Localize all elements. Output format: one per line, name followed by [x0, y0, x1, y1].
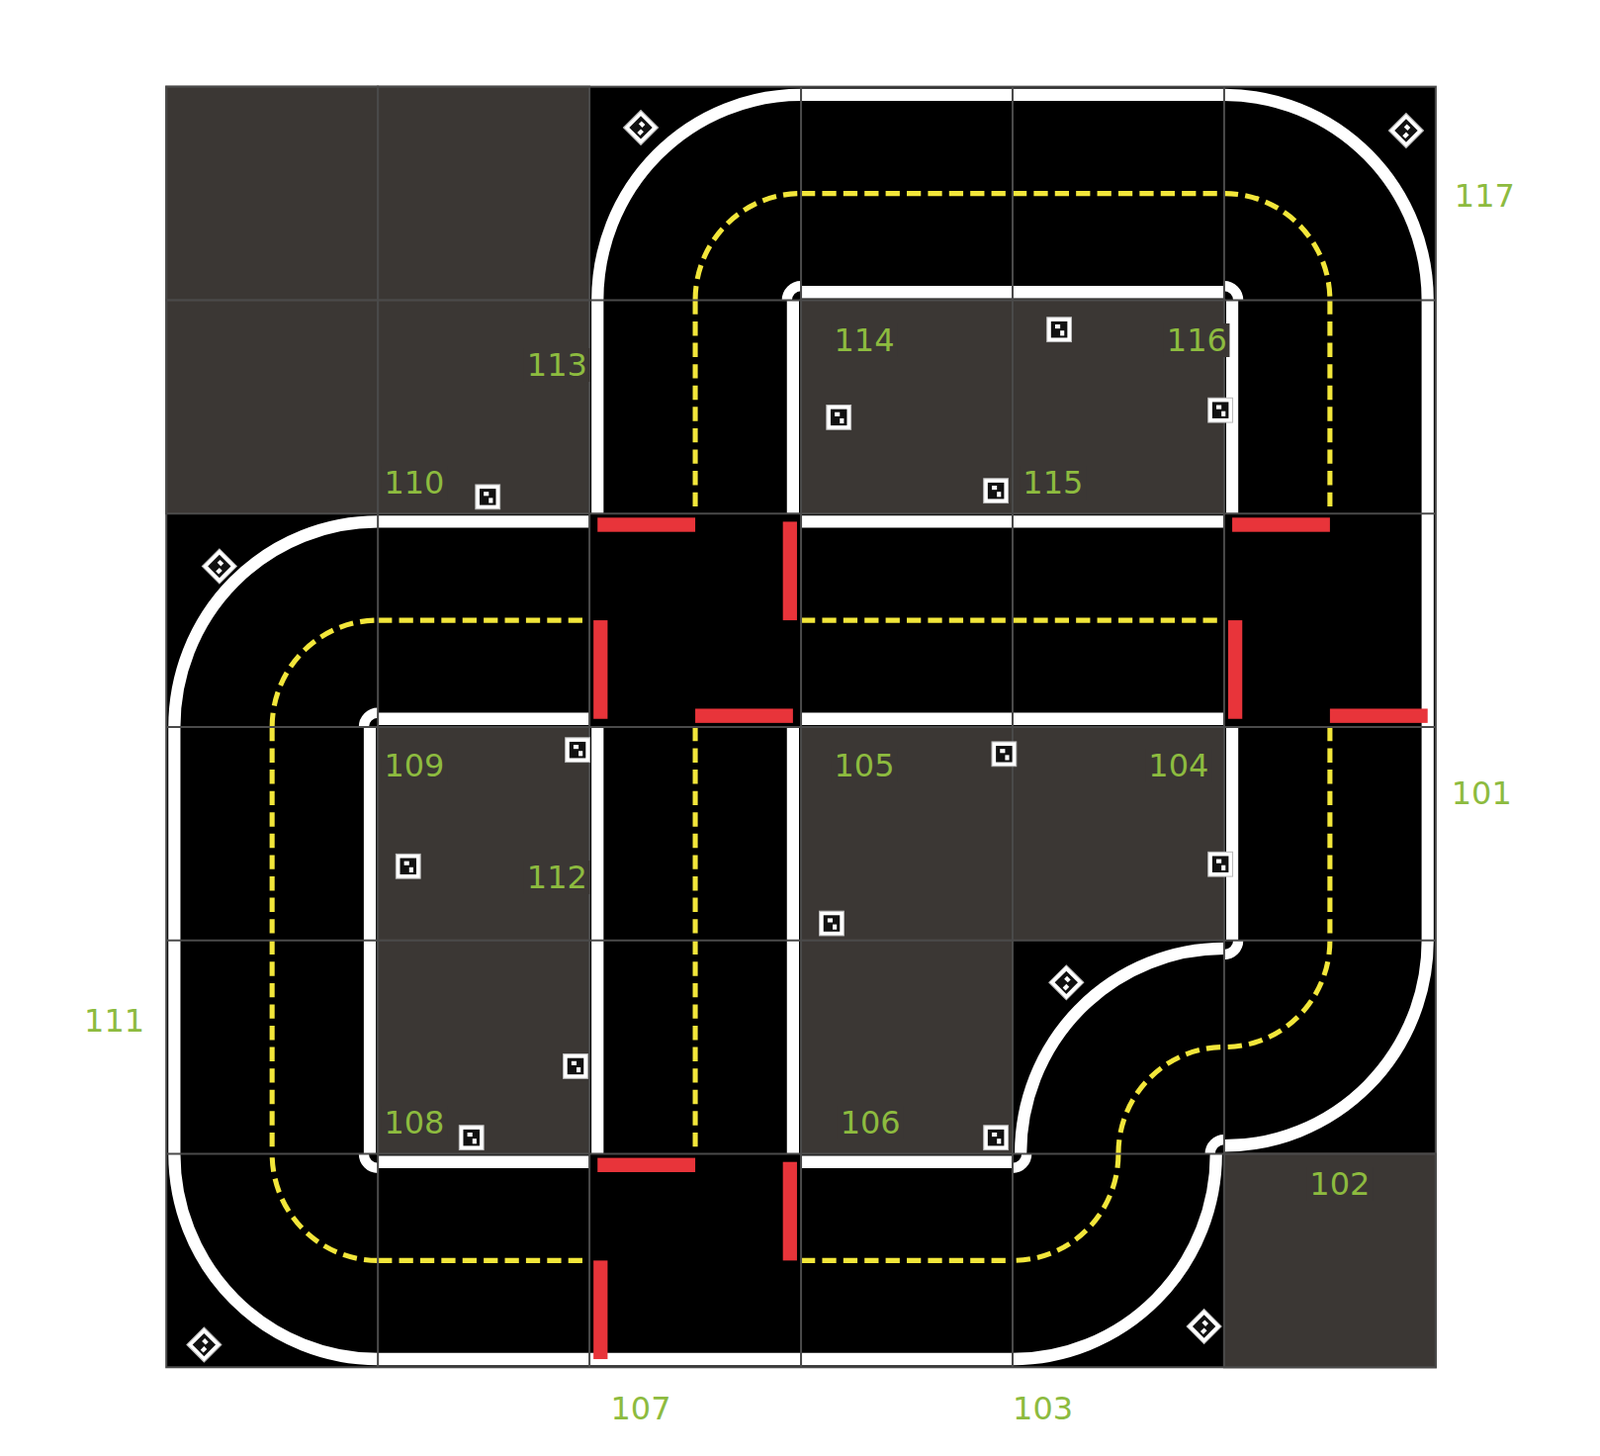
tag-number: 114	[830, 323, 897, 357]
diamond-tags	[186, 109, 1424, 1362]
tag-number: 111	[81, 1003, 148, 1038]
tag-number: 107	[607, 1391, 674, 1425]
tag-number: 106	[837, 1105, 904, 1140]
tag-number: 110	[380, 465, 447, 500]
tag-number: 112	[524, 860, 591, 894]
tag-number: 117	[1451, 178, 1518, 213]
tag-number: 105	[830, 748, 897, 783]
tile-grid	[166, 87, 1436, 1368]
tag-number: 108	[380, 1105, 447, 1140]
tag-number: 104	[1145, 748, 1212, 783]
tag-number: 116	[1163, 323, 1231, 357]
tag-number: 115	[1019, 465, 1086, 500]
tag-number: 103	[1009, 1391, 1076, 1425]
tag-number: 102	[1306, 1166, 1373, 1201]
tag-number: 113	[524, 348, 591, 382]
tag-number: 101	[1448, 776, 1515, 810]
tag-number: 109	[380, 748, 447, 783]
april-tags	[395, 317, 1233, 1151]
